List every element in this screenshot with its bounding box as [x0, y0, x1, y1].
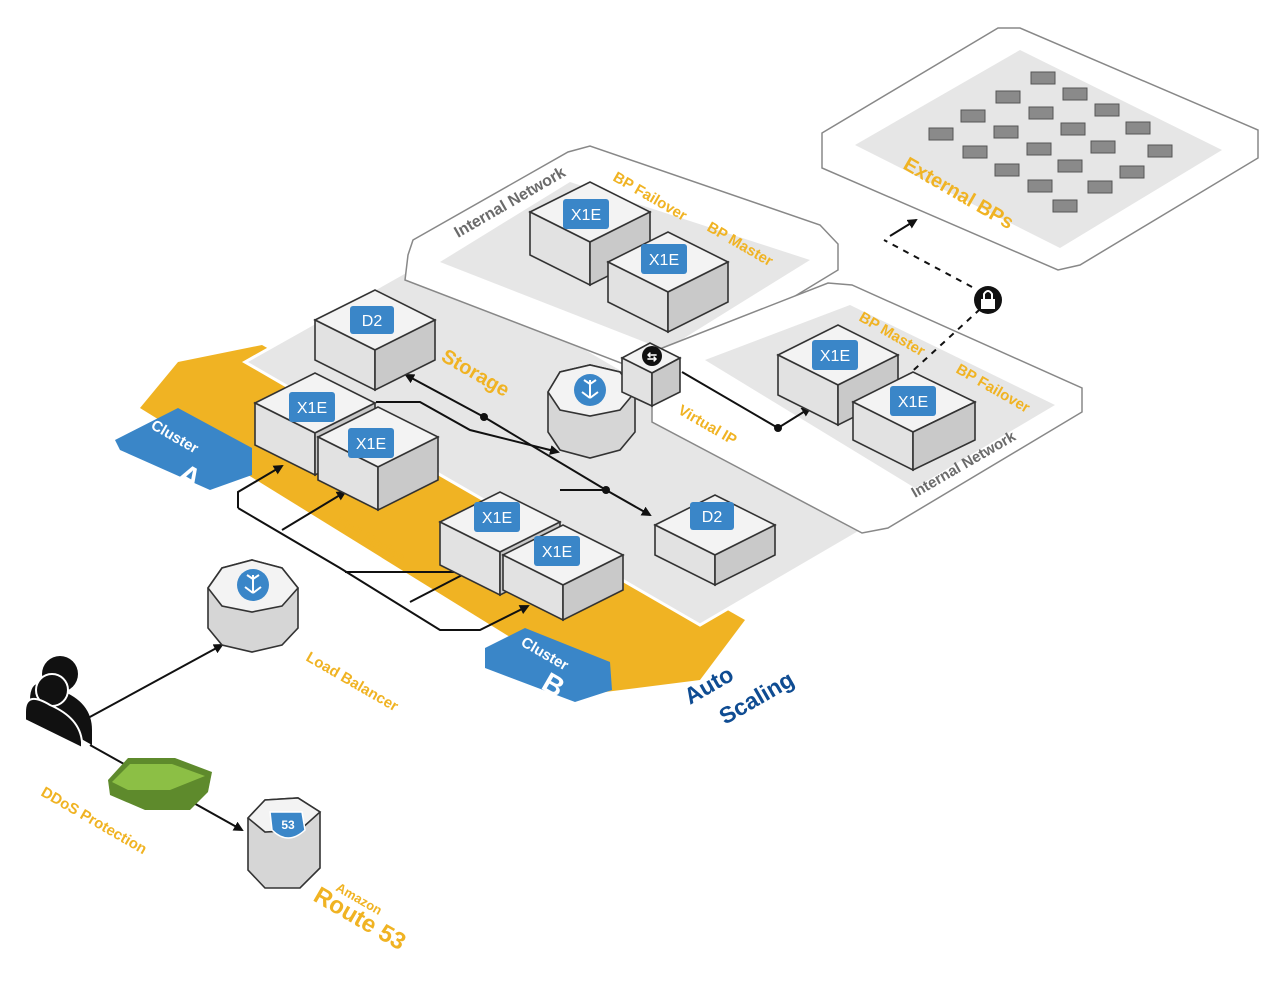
x1e-label: X1E — [649, 252, 679, 269]
user-icon — [24, 656, 92, 750]
load-balancer-label: Load Balancer — [303, 649, 401, 715]
d2-node-storage[interactable]: D2 — [313, 289, 437, 392]
external-bp-grid — [928, 71, 1173, 213]
virtual-ip-node[interactable]: ⇆ — [620, 342, 682, 408]
bp-master-node-upper[interactable]: X1E — [606, 231, 730, 334]
route53-icon[interactable]: 53 — [246, 797, 322, 889]
x1e-label: X1E — [820, 348, 850, 365]
d2-node-lower[interactable]: D2 — [653, 494, 777, 587]
shield-icon — [108, 758, 212, 810]
virtual-ip-glyph: ⇆ — [647, 350, 657, 364]
x1e-label: X1E — [898, 394, 928, 411]
router-icon[interactable] — [547, 364, 637, 459]
load-balancer-icon[interactable] — [207, 559, 300, 653]
bp-failover-node-lower[interactable]: X1E — [851, 371, 977, 472]
x1e-label: X1E — [297, 400, 327, 417]
cluster-b-node-2[interactable]: X1E — [501, 524, 625, 622]
d2-label: D2 — [362, 313, 383, 330]
cluster-a-node-2[interactable]: X1E — [316, 406, 440, 512]
x1e-label: X1E — [571, 207, 601, 224]
x1e-label: X1E — [542, 544, 572, 561]
d2-label: D2 — [702, 509, 723, 526]
bp-failover-node-upper[interactable]: X1E — [528, 181, 652, 287]
bp-master-node-lower[interactable]: X1E — [776, 324, 900, 427]
lock-icon — [974, 286, 1002, 314]
route53-badge: 53 — [281, 818, 295, 832]
x1e-label: X1E — [482, 510, 512, 527]
x1e-label: X1E — [356, 436, 386, 453]
